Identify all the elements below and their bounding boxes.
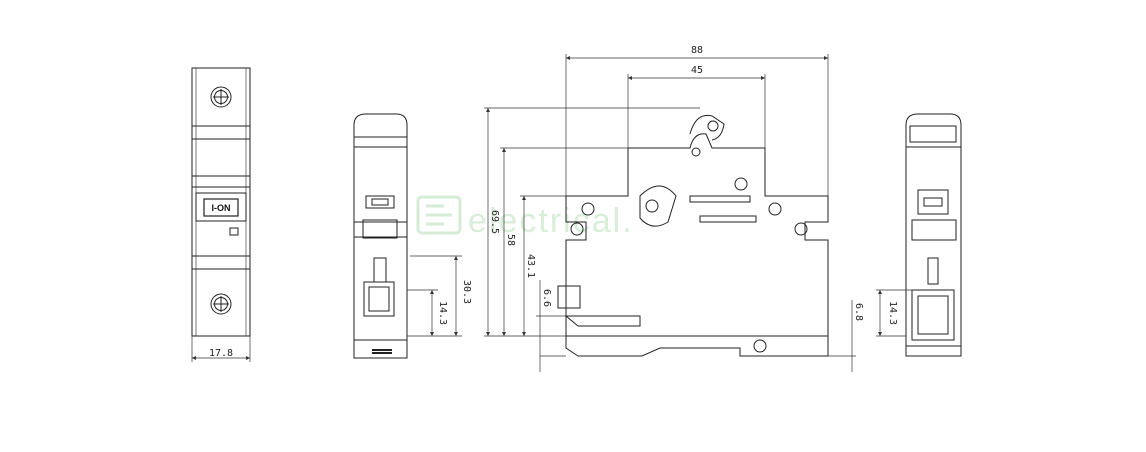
dim-height-69-5: 69.5 xyxy=(489,210,500,234)
profile-view xyxy=(484,54,856,372)
watermark: electrical. xyxy=(416,195,634,240)
side-body xyxy=(353,113,408,359)
dim-width-17-8: 17.8 xyxy=(209,348,233,359)
watermark-text: electrical. xyxy=(468,202,634,240)
watermark-logo-icon xyxy=(416,195,462,235)
terminal-screw-bottom-icon xyxy=(210,293,232,315)
dim-height-6-6: 6.6 xyxy=(541,289,552,307)
dim-height-58: 58 xyxy=(505,234,516,246)
back-view xyxy=(876,113,962,357)
side-view xyxy=(353,113,462,359)
dim-back-14-3: 14.3 xyxy=(887,301,898,325)
front-view xyxy=(191,67,251,362)
dim-height-43-1: 43.1 xyxy=(525,254,536,278)
back-body xyxy=(905,113,962,357)
dim-height-6-8: 6.8 xyxy=(853,303,864,321)
nameplate-label: I-ON xyxy=(212,203,231,213)
dim-side-30-3: 30.3 xyxy=(461,280,472,304)
dim-side-14-3: 14.3 xyxy=(437,301,448,325)
terminal-screw-top-icon xyxy=(210,86,232,108)
profile-body xyxy=(565,133,829,357)
dim-rail-45: 45 xyxy=(691,65,703,76)
dim-overall-88: 88 xyxy=(691,45,703,56)
